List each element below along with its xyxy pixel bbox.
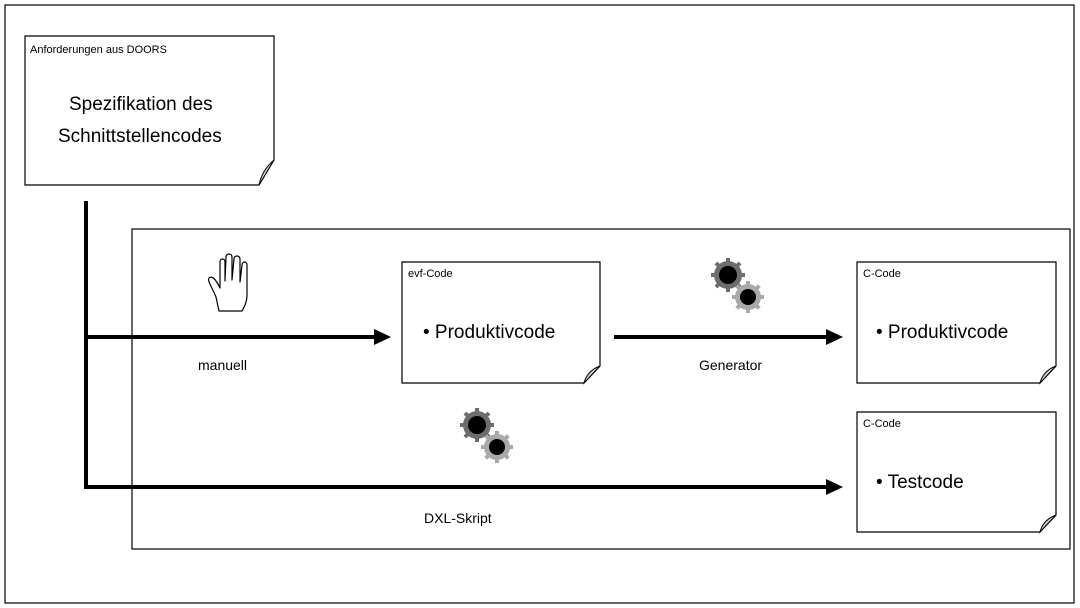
c-prod-doc-header: C-Code (863, 268, 901, 280)
evf-doc-header: evf-Code (408, 268, 453, 280)
gears-icon-dxl (460, 408, 513, 463)
label-generator: Generator (699, 357, 763, 373)
arrow-manual-head (374, 329, 391, 345)
source-doc-header: Anforderungen aus DOORS (30, 44, 167, 56)
label-manual: manuell (198, 357, 248, 373)
c-test-doc-bullet: • Testcode (876, 472, 964, 493)
source-doc-title-line1: Spezifikation des (69, 94, 213, 115)
c-test-doc-header: C-Code (863, 418, 901, 430)
source-doc-title-line2: Schnittstellencodes (58, 126, 222, 147)
gears-icon-generator (711, 258, 764, 313)
evf-doc-bullet: • Produktivcode (423, 322, 556, 343)
hand-icon (208, 253, 248, 312)
label-dxl: DXL-Skript (424, 510, 492, 526)
inner-group-box (131, 228, 1071, 550)
arrow-generator-head (826, 329, 843, 345)
c-prod-doc-bullet: • Produktivcode (876, 322, 1009, 343)
arrow-dxl-head (826, 479, 843, 495)
